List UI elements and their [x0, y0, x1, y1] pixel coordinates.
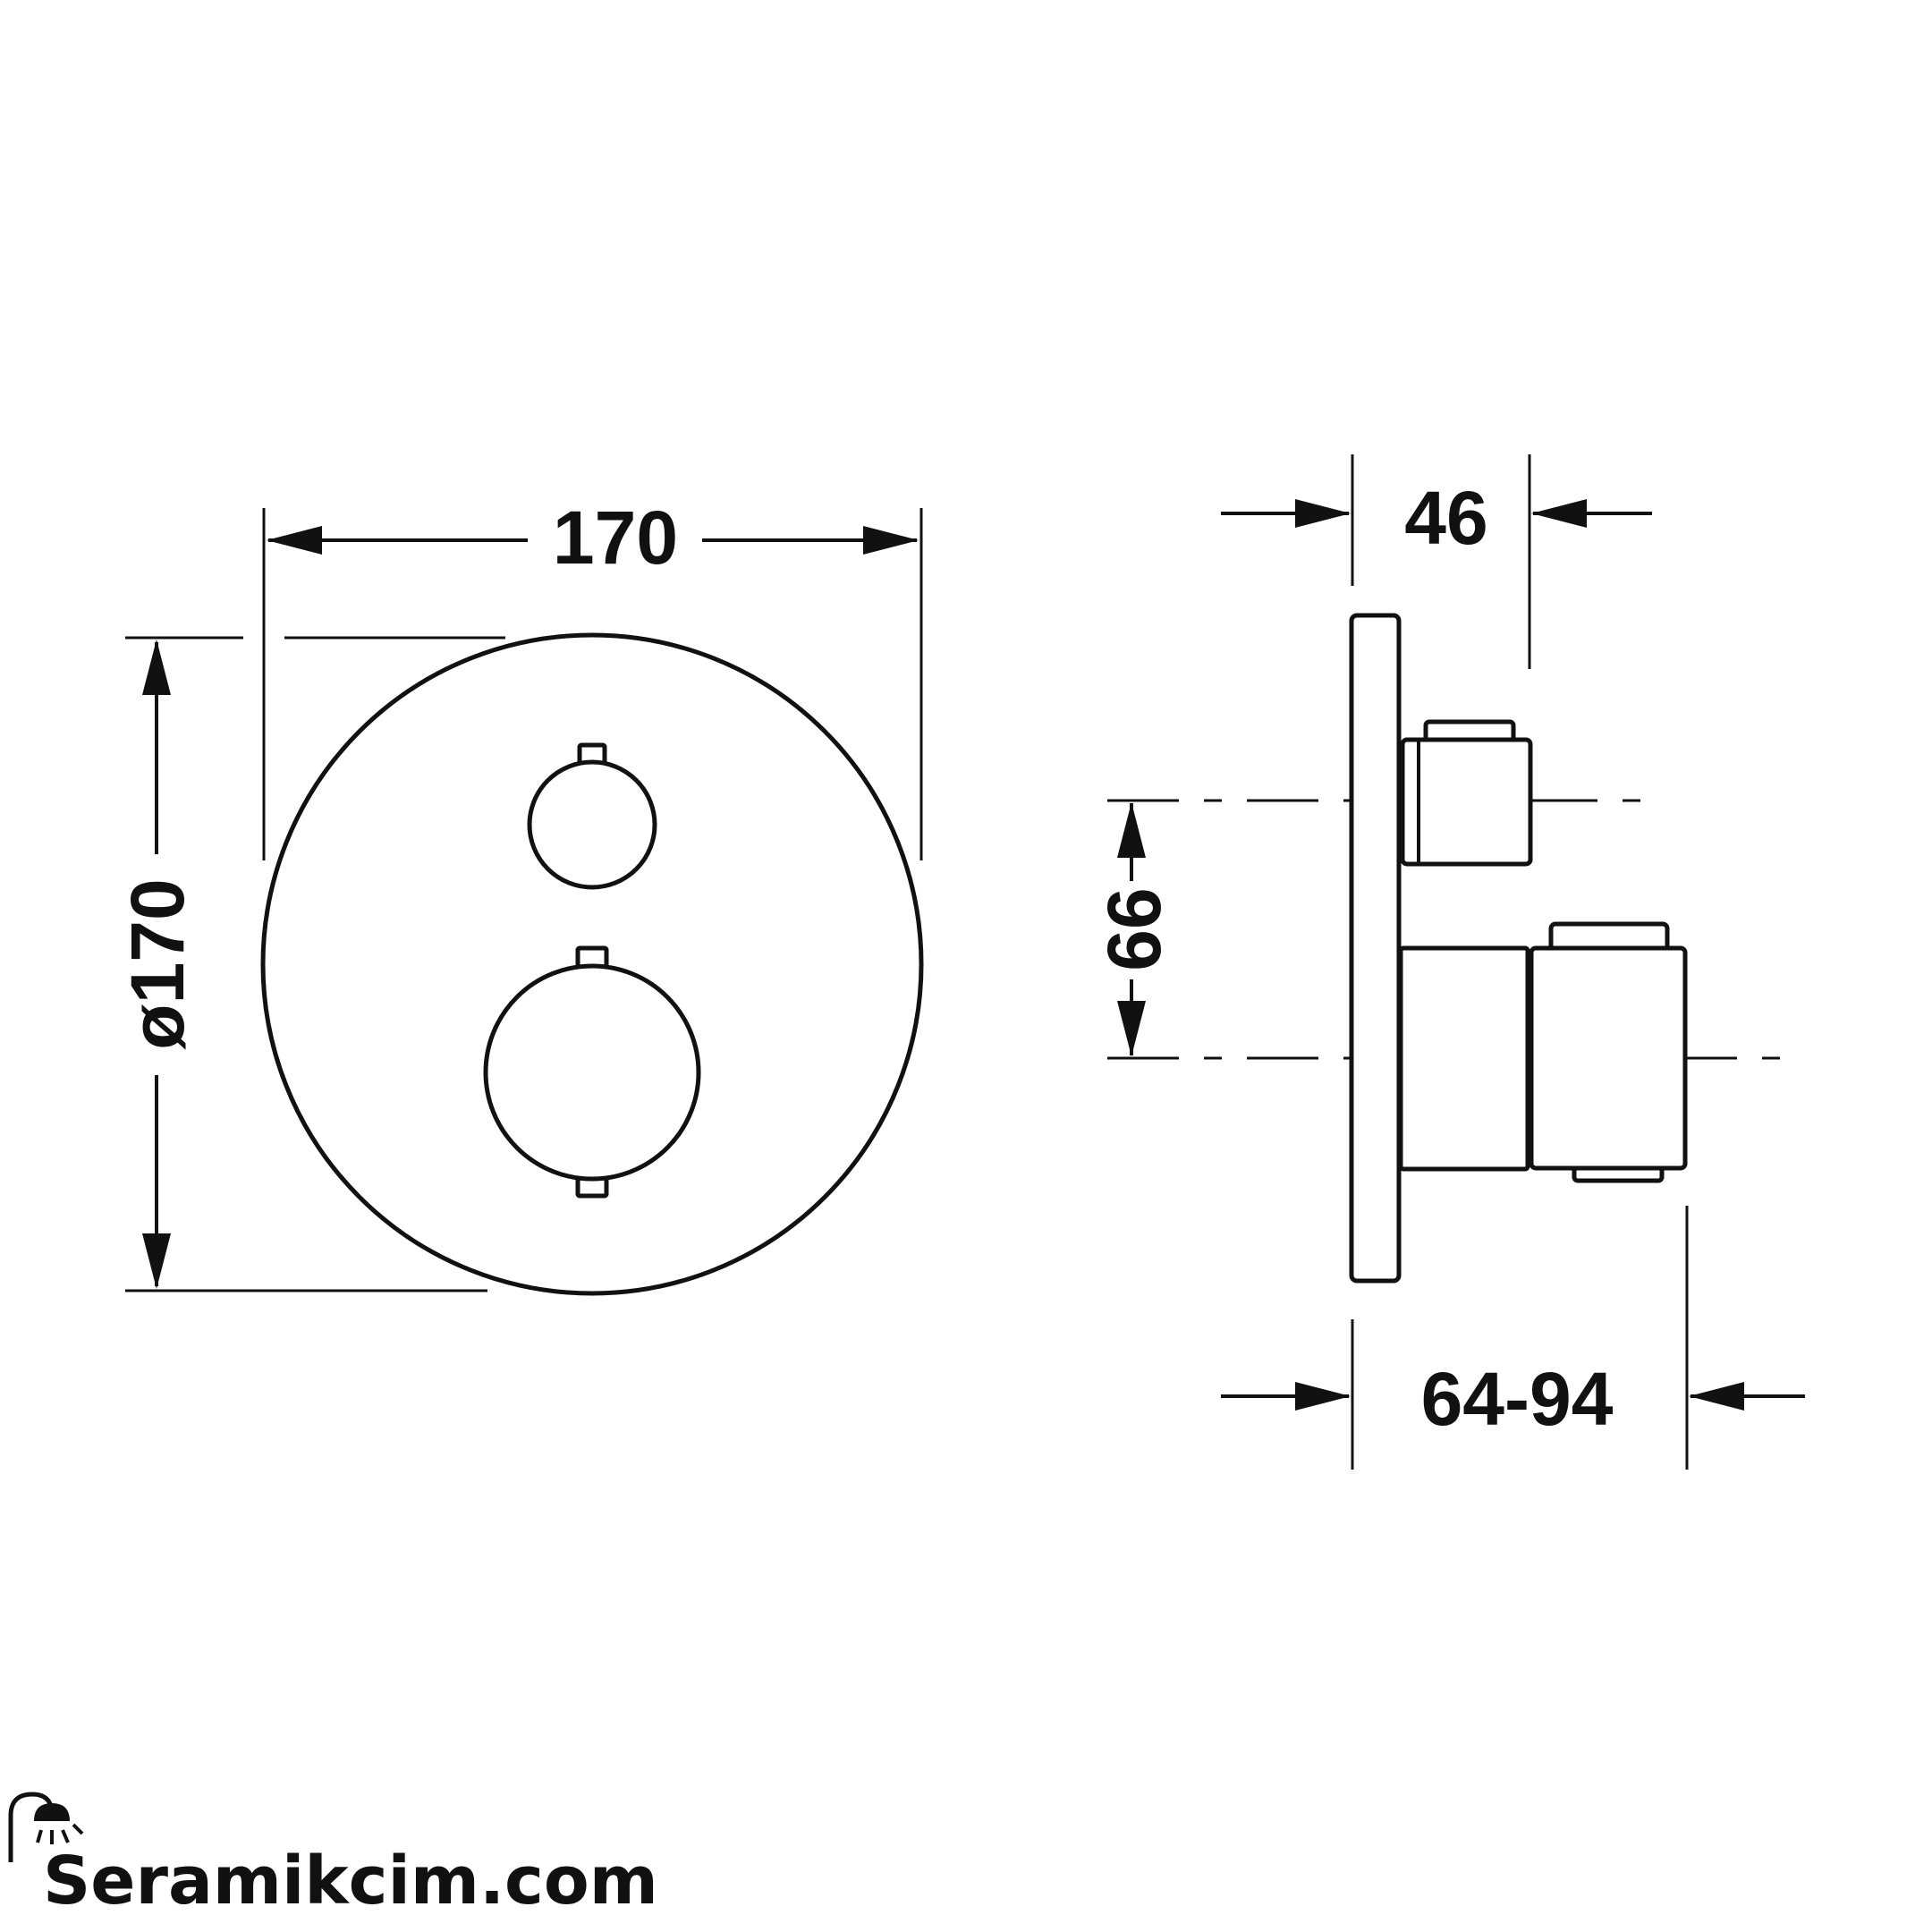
diameter-arrow-bottom	[142, 1233, 171, 1289]
watermark-text: Seramikcim.com	[43, 1843, 658, 1919]
side-view: 46 66 64-94	[1092, 454, 1805, 1470]
side-cover-plate	[1349, 613, 1402, 1284]
range-arrow-right	[1689, 1382, 1744, 1411]
upper-knob	[527, 759, 657, 890]
spacing-label: 66	[1092, 887, 1176, 970]
range-arrow-left	[1295, 1382, 1351, 1411]
depth-arrow-left	[1295, 499, 1351, 528]
upper-knob-side-body	[1400, 737, 1533, 867]
diameter-label: ø170	[115, 878, 199, 1049]
watermark: Seramikcim.com	[8, 1792, 658, 1919]
width-label: 170	[553, 496, 678, 580]
diameter-arrow-top	[142, 640, 171, 695]
spacing-arrow-top	[1117, 802, 1146, 858]
shower-head-icon	[8, 1792, 84, 1862]
lower-knob-side-body	[1529, 945, 1688, 1171]
depth-arrow-right	[1531, 499, 1587, 528]
width-arrow-left	[267, 526, 322, 555]
spacing-arrow-bottom	[1117, 1001, 1146, 1056]
lower-knob	[483, 963, 701, 1182]
range-label: 64-94	[1421, 1357, 1614, 1441]
front-view: 170 ø170	[115, 496, 924, 1296]
width-arrow-right	[863, 526, 919, 555]
lower-knob-side-stem	[1398, 945, 1530, 1172]
depth-label: 46	[1404, 476, 1487, 560]
